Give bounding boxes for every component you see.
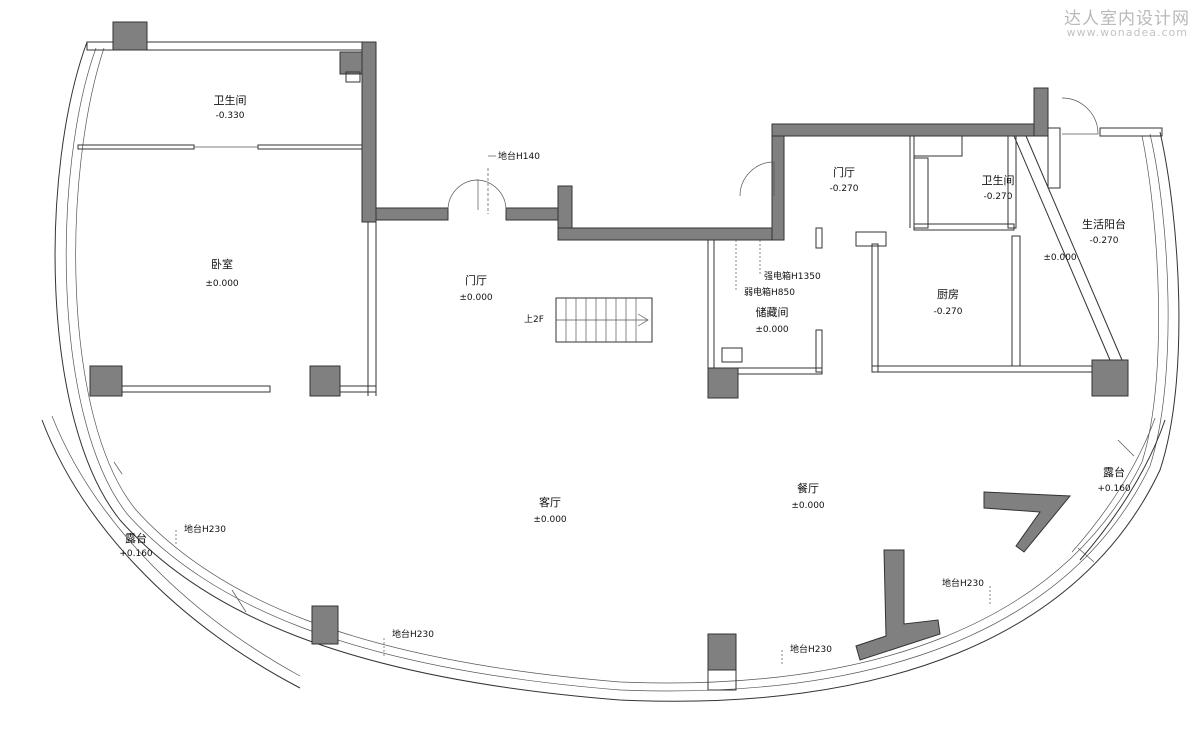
room-name-utility-balcony: 生活阳台: [1082, 217, 1126, 231]
watermark-url: www.wonadea.com: [1066, 26, 1188, 39]
room-labels: 卫生间 -0.330 卧室 ±0.000 门厅 ±0.000 门厅 -0.270…: [119, 93, 1131, 559]
room-name-terrace-right: 露台: [1103, 465, 1125, 479]
note-sill-3: 地台H230: [790, 643, 832, 655]
room-name-bath-right: 卫生间: [982, 173, 1015, 187]
note-strong-box: 强电箱H1350: [764, 270, 821, 282]
room-level-kitchen: -0.270: [933, 307, 962, 317]
room-name-bath-left: 卫生间: [214, 93, 247, 107]
room-level-bath-left: -0.330: [215, 111, 244, 121]
room-level-foyer-right: -0.270: [829, 184, 858, 194]
room-name-storage: 储藏间: [756, 305, 789, 319]
room-level-storage: ±0.000: [755, 325, 789, 335]
note-stair: 上2F: [524, 314, 544, 325]
room-name-bedroom: 卧室: [211, 257, 233, 271]
note-sill-2: 地台H230: [392, 628, 434, 640]
foyer-walls: [375, 168, 779, 241]
bedroom-block-walls: [77, 21, 377, 397]
room-name-terrace-left: 露台: [125, 531, 147, 545]
note-sill-1: 地台H230: [184, 523, 226, 535]
perimeter-columns: [311, 491, 1072, 691]
right-cluster-walls: [555, 87, 1163, 399]
note-weak-box: 弱电箱H850: [744, 286, 795, 298]
note-sill-4: 地台H230: [942, 577, 984, 589]
note-sill-entry: 地台H140: [498, 150, 540, 162]
room-level-foyer-main: ±0.000: [459, 293, 493, 303]
annotations: 地台H140 强电箱H1350 弱电箱H850 上2F 地台H230 地台H23…: [175, 150, 991, 666]
watermark-title: 达人室内设计网: [1064, 9, 1190, 29]
room-name-dining: 餐厅: [797, 481, 819, 495]
room-name-foyer-right: 门厅: [833, 165, 855, 179]
room-level-terrace-left: +0.160: [119, 549, 153, 559]
terrace-details: [113, 439, 1135, 613]
room-level-bath-right: -0.270: [983, 192, 1012, 202]
room-level-bedroom: ±0.000: [205, 279, 239, 289]
room-level-terrace-right: +0.160: [1097, 484, 1131, 494]
room-name-foyer-main: 门厅: [465, 273, 487, 287]
room-level-utility-balcony: -0.270: [1089, 236, 1118, 246]
room-level-utility-balcony-lower: ±0.000: [1043, 253, 1077, 263]
curved-facade: [41, 41, 1180, 702]
room-name-living: 客厅: [539, 495, 561, 509]
room-name-kitchen: 厨房: [937, 288, 959, 301]
room-level-dining: ±0.000: [791, 501, 825, 511]
room-level-living: ±0.000: [533, 515, 567, 525]
